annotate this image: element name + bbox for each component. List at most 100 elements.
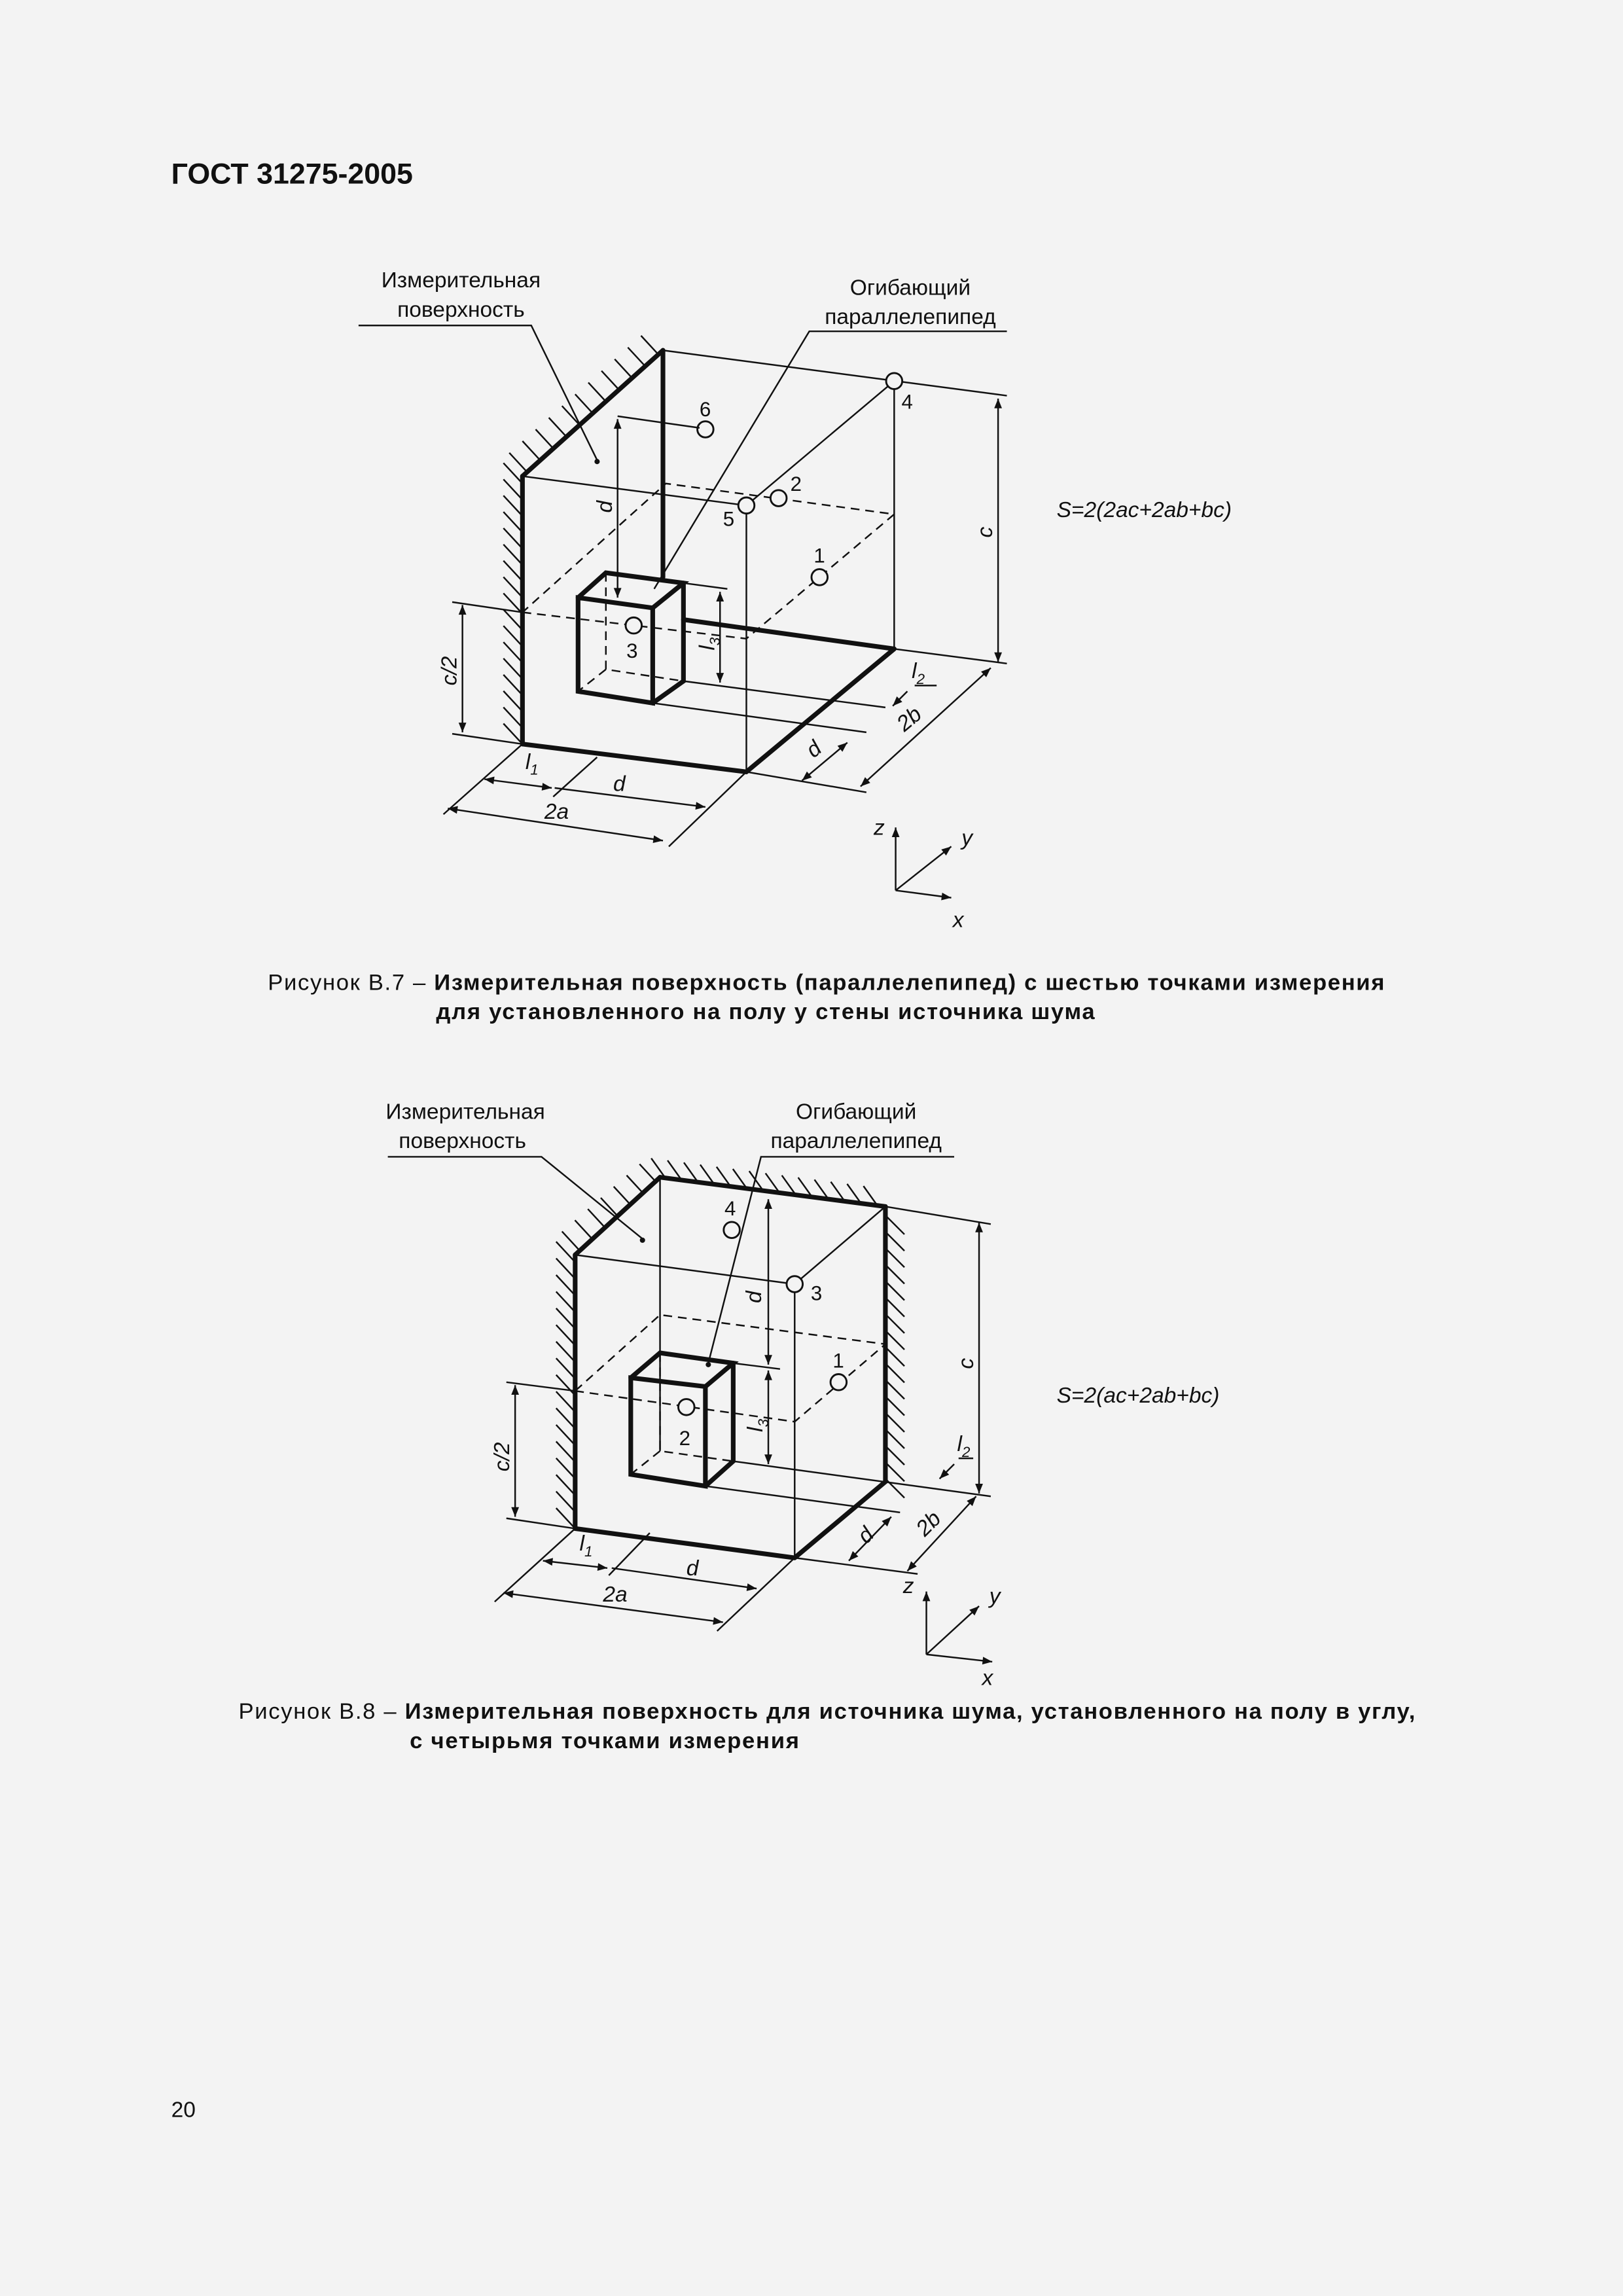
figure-caption-b8-line2: с четырьмя точками измерения xyxy=(410,1729,799,1753)
hatch-line xyxy=(587,1208,606,1229)
figure-caption-b7-line2: для установленного на полу у стены источ… xyxy=(436,999,1095,1024)
hatch-line xyxy=(555,1291,576,1313)
point-label-2: 2 xyxy=(679,1427,690,1450)
dim-2a: 2a xyxy=(602,1583,627,1607)
point-label-3: 3 xyxy=(811,1282,822,1305)
dim-d-vertical: d xyxy=(742,1290,766,1303)
point-label-2: 2 xyxy=(791,473,802,495)
dim-c: c xyxy=(973,526,997,537)
measurement-point-1 xyxy=(829,1373,848,1391)
point-label-1: 1 xyxy=(813,545,825,567)
dim-l1: l1 xyxy=(526,750,539,778)
hatch-line xyxy=(503,690,524,712)
area-formula: S=2(2ac+2ab+bc) xyxy=(1057,498,1232,522)
hatch-line xyxy=(885,1429,905,1449)
hatch-line xyxy=(555,1241,576,1263)
label-measurement-surface-1: Измерительная xyxy=(385,1100,544,1124)
wall-hatching xyxy=(503,335,660,745)
hatch-line xyxy=(503,462,524,484)
axis-z-label: z xyxy=(873,816,885,840)
hatch-line xyxy=(600,1197,619,1217)
figure-b8: Измерительная поверхность Огибающий пара… xyxy=(239,1100,1416,1753)
hatch-line xyxy=(885,1247,905,1268)
leader-line-box xyxy=(707,1156,955,1364)
hatch-line xyxy=(885,1395,905,1416)
page-number: 20 xyxy=(171,2098,196,2122)
dim-c: c xyxy=(954,1358,978,1369)
hatch-line xyxy=(561,1230,580,1251)
area-formula: S=2(ac+2ab+bc) xyxy=(1057,1384,1220,1408)
hatch-line xyxy=(503,576,524,598)
measurement-point-4 xyxy=(722,1221,741,1239)
hatch-line xyxy=(503,592,524,615)
hatch-line xyxy=(640,335,660,355)
coordinate-axes: z y x xyxy=(902,1574,1002,1691)
hatch-line xyxy=(885,1313,905,1334)
leader-dot xyxy=(639,1237,645,1243)
measurement-point-2 xyxy=(677,1398,696,1416)
hatch-line xyxy=(503,543,524,565)
dim-l3: l3 xyxy=(695,637,723,650)
dim-d-right: d xyxy=(802,736,827,762)
hatch-line xyxy=(885,1330,905,1350)
leader-dot xyxy=(705,1361,711,1367)
hatch-line xyxy=(885,1445,905,1466)
hatch-line xyxy=(574,1219,594,1240)
label-enveloping-box-1: Огибающий xyxy=(796,1100,916,1124)
dim-2a: 2a xyxy=(544,800,569,824)
measurement-point-3 xyxy=(785,1275,804,1293)
hatch-line xyxy=(885,1346,905,1367)
hatch-line xyxy=(574,393,594,414)
hatch-line xyxy=(555,1257,576,1280)
hatch-line xyxy=(503,706,524,728)
hatch-line xyxy=(522,440,541,461)
axis-x-label: x xyxy=(952,908,965,932)
hatch-line xyxy=(555,1457,576,1479)
dim-2b: 2b xyxy=(911,1507,946,1541)
dim-d-bottom: d xyxy=(687,1556,700,1581)
hatch-line xyxy=(555,1424,576,1446)
point-label-1: 1 xyxy=(832,1349,844,1372)
dim-c-half: c/2 xyxy=(490,1442,514,1471)
hatch-line xyxy=(555,1490,576,1513)
point-label-4: 4 xyxy=(724,1197,736,1220)
label-measurement-surface-2: поверхность xyxy=(399,1129,526,1153)
hatch-line xyxy=(885,1280,905,1301)
hatch-line xyxy=(503,478,524,501)
hatch-line xyxy=(555,1340,576,1363)
dim-l3: l3 xyxy=(743,1418,772,1431)
leader-line-surface xyxy=(387,1156,643,1240)
hatch-line xyxy=(555,1324,576,1346)
leader-line-surface xyxy=(358,324,598,461)
hatch-line xyxy=(885,1363,905,1384)
label-measurement-surface-2: поверхность xyxy=(397,298,525,322)
measurement-surface xyxy=(452,348,1007,774)
point-label-4: 4 xyxy=(902,391,913,414)
figure-caption-b8-line1: Рисунок В.8 – Измерительная поверхность … xyxy=(239,1699,1416,1724)
hatch-line xyxy=(503,560,524,582)
axis-y-label: y xyxy=(988,1584,1002,1608)
coordinate-axes: z y x xyxy=(873,816,974,932)
hatch-line xyxy=(503,658,524,680)
hatch-line xyxy=(503,528,524,550)
hatch-line xyxy=(503,625,524,647)
figure-caption-b7-line1: Рисунок В.7 – Измерительная поверхность … xyxy=(268,970,1384,995)
hatch-line xyxy=(601,370,620,391)
measurement-point-2 xyxy=(769,489,788,507)
hatch-line xyxy=(503,511,524,533)
hatch-line xyxy=(614,358,633,379)
point-label-5: 5 xyxy=(723,508,734,531)
dim-d-right: d xyxy=(853,1522,879,1548)
hatch-line xyxy=(503,674,524,696)
hatch-line xyxy=(555,1441,576,1463)
measurement-points: 1 2 3 4 xyxy=(677,1197,848,1450)
hatch-line xyxy=(627,346,647,367)
hatch-line xyxy=(555,1407,576,1429)
measurement-point-5 xyxy=(737,496,756,515)
enveloping-parallelepiped xyxy=(575,570,690,706)
hatch-line xyxy=(613,1186,632,1206)
hatch-line xyxy=(588,382,607,403)
dim-c-half: c/2 xyxy=(438,656,462,685)
measurement-points: 1 2 3 4 5 6 xyxy=(624,372,913,662)
